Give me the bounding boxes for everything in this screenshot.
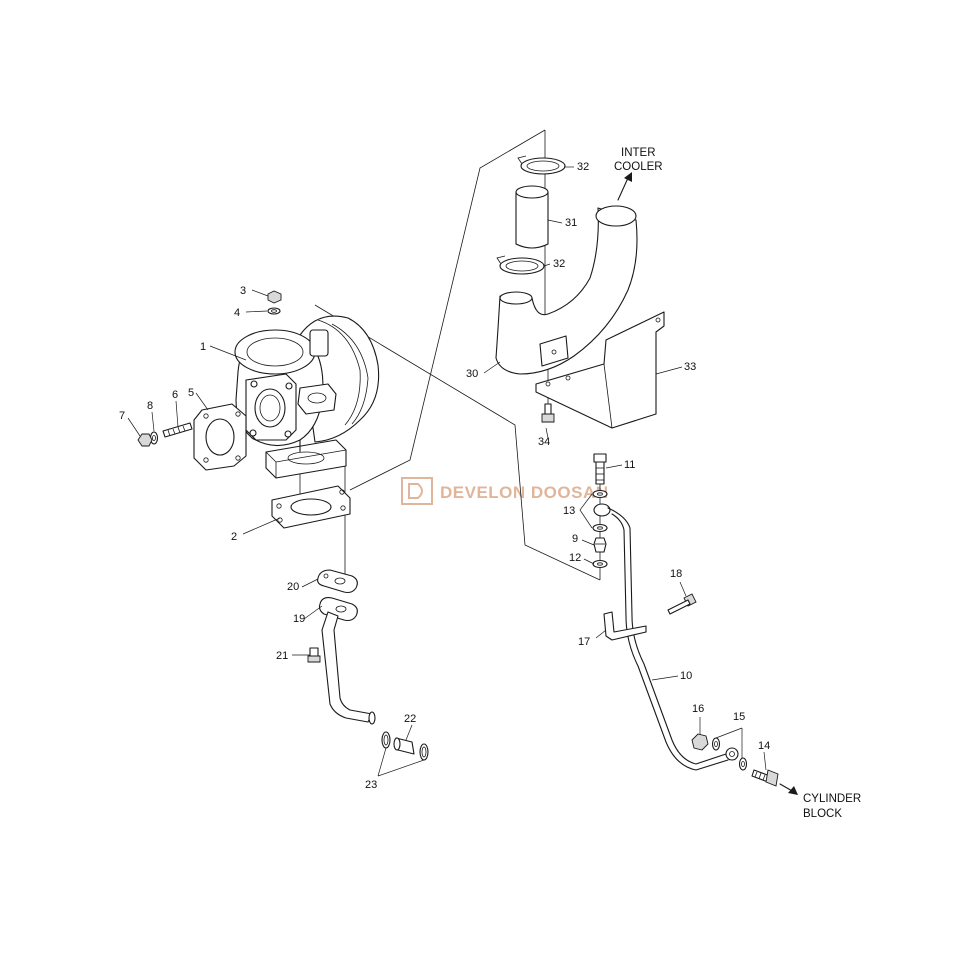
callouts: 1 2 3 4 5 6 7 8 9 10 11 12 13 14 15 16 1… <box>119 161 770 791</box>
callout-8: 8 <box>147 400 153 412</box>
cylinder-block-arrow <box>779 783 798 795</box>
turbocharger <box>234 315 380 479</box>
nut-part-7 <box>137 433 153 447</box>
bracket-part-33 <box>535 311 665 429</box>
callout-31: 31 <box>565 217 577 229</box>
banjo-bolt-part-14 <box>751 769 779 787</box>
clamp-part-32-upper <box>517 155 566 175</box>
callout-10: 10 <box>680 670 692 682</box>
nut-part-3 <box>267 290 282 304</box>
gasket-part-5 <box>193 403 247 471</box>
bolt-part-34 <box>541 403 555 423</box>
callout-12: 12 <box>569 552 581 564</box>
bolt-part-18 <box>667 593 697 615</box>
bolt-part-11 <box>593 453 607 485</box>
hose-part-31 <box>515 185 549 249</box>
callout-16: 16 <box>692 703 704 715</box>
callout-19: 19 <box>293 613 305 625</box>
cylinder-block-label-line1: CYLINDER <box>803 793 861 805</box>
callout-9: 9 <box>572 533 578 545</box>
hose-part-22 <box>393 737 415 755</box>
callout-32-lower: 32 <box>553 258 565 270</box>
leader-lines <box>127 166 767 777</box>
gasket-part-20 <box>317 569 358 594</box>
air-pipe-part-30 <box>495 205 638 375</box>
clamp-part-32-lower <box>496 255 545 275</box>
callout-4: 4 <box>234 307 240 319</box>
washer-part-13-upper <box>592 489 608 499</box>
callout-5: 5 <box>188 387 194 399</box>
callout-17: 17 <box>578 636 590 648</box>
washer-part-12 <box>592 559 608 569</box>
watermark-text: DEVELON DOOSAN <box>440 483 609 502</box>
nut-part-16 <box>691 733 709 751</box>
callout-30: 30 <box>466 368 478 380</box>
intercooler-arrow <box>617 172 632 201</box>
oil-drain-pipe-part-19 <box>318 597 376 725</box>
clip-part-17 <box>603 611 647 641</box>
callout-13: 13 <box>563 505 575 517</box>
washer-part-13-lower <box>592 523 608 533</box>
callout-6: 6 <box>172 389 178 401</box>
stud-part-6 <box>162 422 193 438</box>
clamp-part-23b <box>419 743 429 761</box>
callout-23: 23 <box>365 779 377 791</box>
watermark: DEVELON DOOSAN <box>401 477 609 505</box>
callout-20: 20 <box>287 581 299 593</box>
callout-1: 1 <box>200 341 206 353</box>
clamp-part-23a <box>381 731 391 749</box>
washer-part-15-right <box>738 757 748 771</box>
callout-32-upper: 32 <box>577 161 589 173</box>
callout-11: 11 <box>624 459 635 471</box>
callout-14: 14 <box>758 740 770 752</box>
washer-part-4 <box>267 307 281 315</box>
callout-15: 15 <box>733 711 745 723</box>
intercooler-label-line2: COOLER <box>614 161 663 173</box>
intercooler-label-line1: INTER <box>621 147 656 159</box>
connector-part-9 <box>593 537 607 553</box>
callout-21: 21 <box>276 650 288 662</box>
cylinder-block-label-line2: BLOCK <box>803 808 842 820</box>
gasket-part-2 <box>271 485 351 529</box>
washer-part-15-left <box>711 737 721 751</box>
destination-labels: INTER COOLER CYLINDER BLOCK <box>614 147 861 820</box>
oil-feed-pipe-part-10 <box>593 503 739 771</box>
callout-7: 7 <box>119 410 125 422</box>
callout-22: 22 <box>404 713 416 725</box>
callout-33: 33 <box>684 361 696 373</box>
callout-2: 2 <box>231 531 237 543</box>
callout-3: 3 <box>240 285 246 297</box>
callout-34: 34 <box>538 436 550 448</box>
washer-part-8 <box>149 431 159 445</box>
callout-18: 18 <box>670 568 682 580</box>
bolt-part-21 <box>307 647 321 663</box>
